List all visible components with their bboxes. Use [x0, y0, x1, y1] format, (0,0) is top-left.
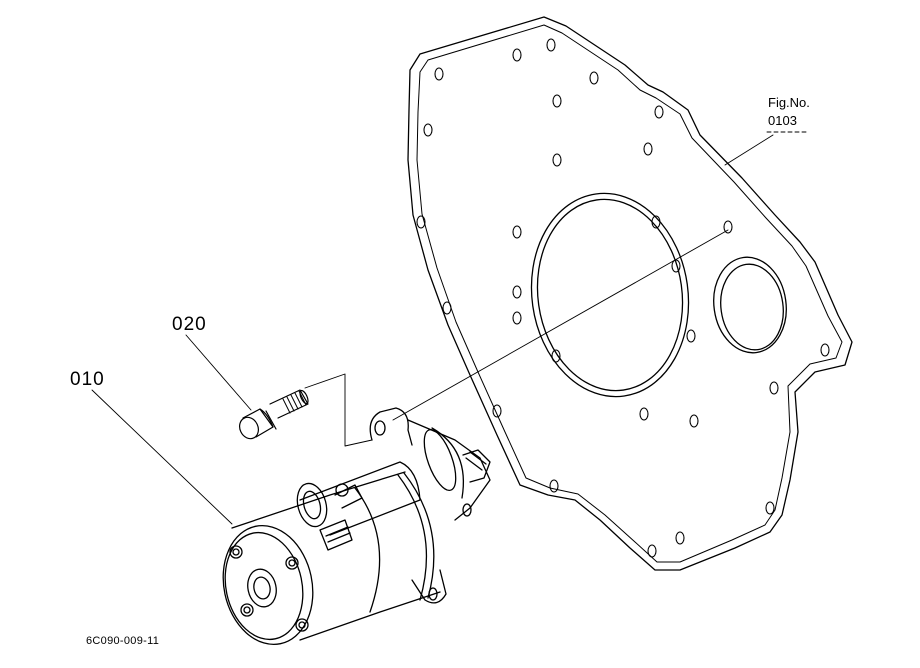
- leader-010: [92, 390, 232, 524]
- starter-opening-inner: [715, 260, 788, 354]
- solenoid-end: [293, 480, 331, 530]
- bolt-path-line: [305, 374, 372, 446]
- leader-020: [186, 335, 251, 410]
- starter-opening-outer: [708, 252, 793, 357]
- bolt-020: [236, 389, 309, 441]
- plate-outline: [408, 17, 852, 570]
- solenoid-body: [300, 462, 420, 535]
- housing-plate: [408, 17, 852, 570]
- fig-caption: Fig.No.: [768, 95, 810, 110]
- leader-fig: [725, 135, 773, 165]
- flange-hole: [375, 421, 385, 435]
- mounting-flange: [370, 408, 412, 445]
- drive-housing: [408, 420, 490, 520]
- callout-010: 010: [70, 369, 105, 390]
- drawing-code: 6C090-009-11: [86, 635, 160, 647]
- fig-number: 0103: [768, 113, 797, 128]
- motor-band-2: [398, 475, 426, 600]
- starter-axis-line: [393, 230, 728, 420]
- plate-outline-inner: [417, 25, 842, 562]
- bolt-head-side: [243, 409, 273, 437]
- solenoid-ring: [418, 426, 462, 494]
- large-bore-inner: [525, 190, 694, 400]
- end-cap-bolts: [230, 546, 308, 631]
- motor-band-1: [355, 488, 380, 612]
- terminal-stud: [320, 520, 352, 550]
- motor-body-bottom: [300, 592, 440, 640]
- motor-end-cap-rim: [216, 525, 313, 646]
- leader-lines: [92, 132, 806, 524]
- motor-end-cap: [212, 517, 323, 653]
- callout-020: 020: [172, 314, 207, 335]
- motor-body-top: [232, 472, 405, 528]
- large-bore-outer: [519, 183, 702, 407]
- plate-bolt-holes: [417, 39, 829, 557]
- bolt-shank: [270, 390, 308, 418]
- starter-motor-010: [212, 408, 490, 653]
- motor-center-boss: [244, 567, 279, 610]
- bolt-head-face: [236, 414, 262, 442]
- pinion-gear: [463, 450, 490, 482]
